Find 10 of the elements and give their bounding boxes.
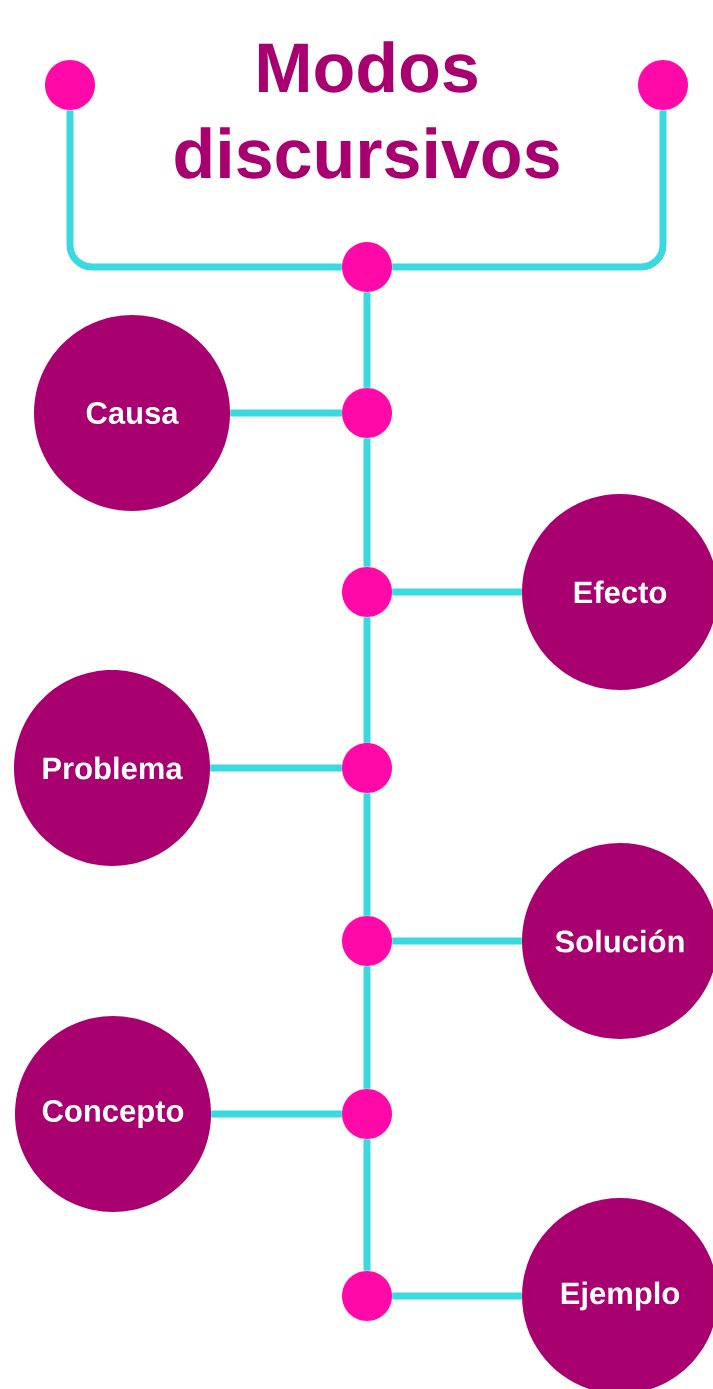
junction-dot [342,1271,392,1321]
junction-dot [342,1089,392,1139]
junction-dot [342,388,392,438]
junction-dot [342,242,392,292]
junction-dot [45,60,95,110]
junction-dot [342,743,392,793]
junction-dot [342,916,392,966]
title: Modos discursivos [175,41,559,179]
junction-dot [342,567,392,617]
junction-dot [638,60,688,110]
